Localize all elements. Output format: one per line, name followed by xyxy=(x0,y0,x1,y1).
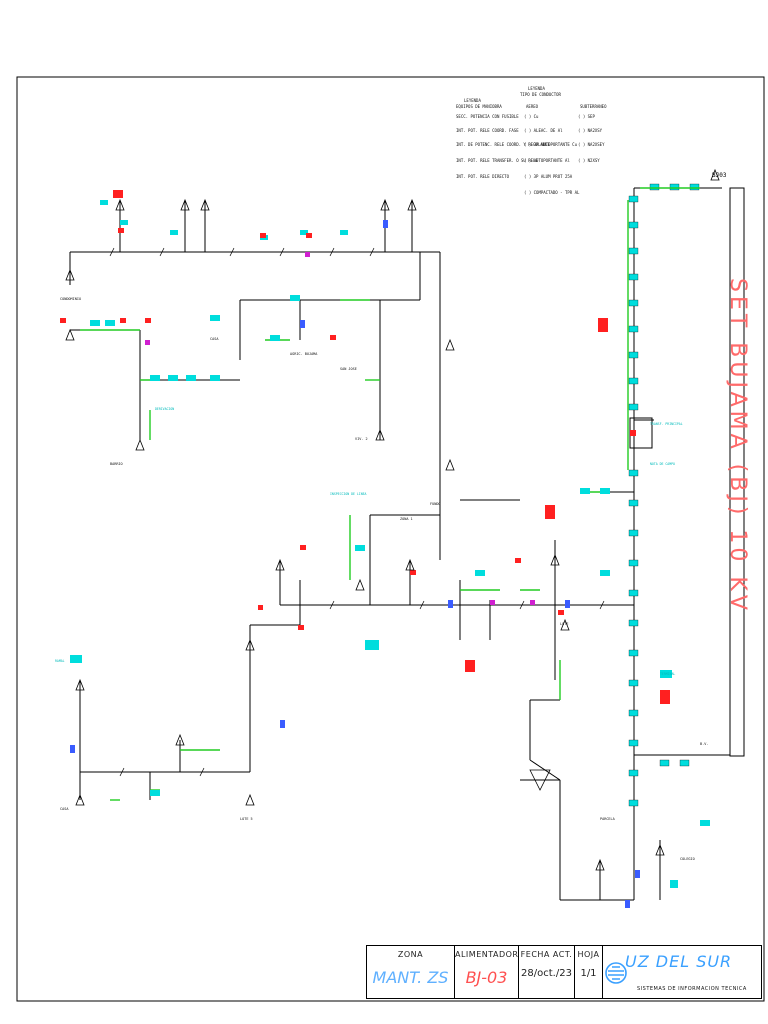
hoja-value: 1/1 xyxy=(580,968,597,979)
hoja-label: HOJA xyxy=(577,950,600,959)
svg-text:DERIVACION: DERIVACION xyxy=(155,407,174,411)
node-labels: CONDOMINIO BARRIO AGRIC. BUJAMA SAN JOSE V… xyxy=(60,297,708,861)
transformer-symbols xyxy=(65,168,720,871)
feeder-top-left xyxy=(69,200,441,560)
svg-text:AGRIC. BUJAMA: AGRIC. BUJAMA xyxy=(290,352,318,356)
hoja-cell: HOJA 1/1 xyxy=(575,946,603,998)
zona-cell: ZONA MANT. ZS xyxy=(367,946,455,998)
legend-row-subt: ( ) N2XSY xyxy=(578,158,600,163)
legend: LEYENDA TIPO DE CONDUCTOR LEYENDA EQUIPO… xyxy=(448,86,648,206)
svg-text:TERMINAL: TERMINAL xyxy=(660,672,675,676)
svg-text:LOTE: LOTE xyxy=(560,622,568,626)
zona-value: MANT. ZS xyxy=(372,968,449,987)
svg-text:CASA: CASA xyxy=(60,807,69,811)
alimentador-cell: ALIMENTADOR BJ-03 xyxy=(455,946,519,998)
legend-row-aereo: ( ) Cu xyxy=(524,114,539,119)
legend-row-equipo: INT. DE POTENC. RELE COORD. Y REGULABLE xyxy=(456,142,550,147)
svg-text:LOTE 5: LOTE 5 xyxy=(240,817,253,821)
legend-row-equipo: INT. POT. RELE DIRECTO xyxy=(456,174,509,179)
alimentador-value: BJ-03 xyxy=(465,968,508,987)
cyan-notes: TRANSF. PRINCIPAL NOTA DE CAMPO INSPECCIO… xyxy=(55,407,683,676)
sheet-frame xyxy=(16,76,765,1002)
legend-col3-head: SUBTERRANEO xyxy=(580,104,607,109)
legend-row-subt: ( ) SEP xyxy=(578,114,595,119)
source-node-label: BJ03 xyxy=(712,172,727,179)
logo-text: UZ DEL SUR xyxy=(625,952,733,971)
substation-label-text: SET BUJAMA (BJ) 10 KV xyxy=(725,278,750,614)
zona-label: ZONA xyxy=(397,950,424,959)
legend-row-subt: ( ) NA2XSEY xyxy=(578,142,605,147)
title-block: ZONA MANT. ZS ALIMENTADOR BJ-03 FECHA AC… xyxy=(366,945,762,999)
svg-text:NOTA DE CAMPO: NOTA DE CAMPO xyxy=(650,462,675,466)
svg-text:VIV. 2: VIV. 2 xyxy=(355,437,368,441)
legend-col1-sub: EQUIPOS DE MANIOBRA xyxy=(456,104,502,109)
substation-label: SET BUJAMA (BJ) 10 KV xyxy=(725,278,750,614)
red-markers xyxy=(60,190,670,704)
svg-text:B.V.: B.V. xyxy=(700,742,708,746)
logo-subtitle: SISTEMAS DE INFORMACION TECNICA xyxy=(637,986,747,992)
svg-text:RAMAL: RAMAL xyxy=(55,659,65,663)
company-logo: UZ DEL SUR SISTEMAS DE INFORMACION TECNI… xyxy=(603,946,763,1000)
legend-row-aereo: ( ) ALEAC. DE Al xyxy=(524,128,563,133)
legend-row-aereo: ( ) COMPACTADO - TPR AL xyxy=(524,190,580,195)
legend-col1-head: LEYENDA xyxy=(464,98,481,103)
feeder-middle xyxy=(79,491,661,901)
svg-text:TRANSF. PRINCIPAL: TRANSF. PRINCIPAL xyxy=(650,422,683,426)
legend-col2-head: AEREO xyxy=(526,104,539,109)
legend-row-aereo: ( ) 3P ALUM PROT 25A xyxy=(524,174,573,179)
legend-row-equipo: SECC. POTENCIA CON FUSIBLE xyxy=(456,114,519,119)
fecha-cell: FECHA ACT. 28/oct./23 xyxy=(519,946,575,998)
logo-globe-icon xyxy=(605,962,627,984)
legend-row-aereo: ( ) 3P AUTOPORTANTE Cu xyxy=(524,142,577,147)
conductor-hatches xyxy=(109,247,605,777)
legend-row-subt: ( ) NA2XSY xyxy=(578,128,603,133)
svg-text:CASA: CASA xyxy=(210,337,219,341)
svg-text:BARRIO: BARRIO xyxy=(110,462,123,466)
legend-row-equipo: INT. POT. RELE COORD. FASE xyxy=(456,128,519,133)
svg-text:INSPECCION DE LINEA: INSPECCION DE LINEA xyxy=(330,492,367,496)
trunk-equipment xyxy=(628,183,700,807)
svg-text:SAN JOSE: SAN JOSE xyxy=(340,367,357,371)
svg-text:PARCELA: PARCELA xyxy=(600,817,616,821)
legend-row-aereo: ( ) AUTOPORTANTE Al xyxy=(524,158,570,163)
alimentador-label: ALIMENTADOR xyxy=(455,950,519,959)
legend-title: LEYENDA xyxy=(528,86,545,91)
blue-markers xyxy=(70,220,640,908)
fecha-value: 28/oct./23 xyxy=(521,968,572,979)
cyan-equipment xyxy=(70,200,710,888)
legend-subtitle: TIPO DE CONDUCTOR xyxy=(520,92,561,97)
fecha-label: FECHA ACT. xyxy=(520,950,573,959)
svg-text:CONDOMINIO: CONDOMINIO xyxy=(60,297,81,301)
svg-text:FUNDO: FUNDO xyxy=(430,502,441,506)
svg-text:COLEGIO: COLEGIO xyxy=(680,857,695,861)
legend-row-equipo: INT. POT. RELE TRANSFER. O SU RELE xyxy=(456,158,538,163)
svg-text:ZONA 1: ZONA 1 xyxy=(400,517,413,521)
